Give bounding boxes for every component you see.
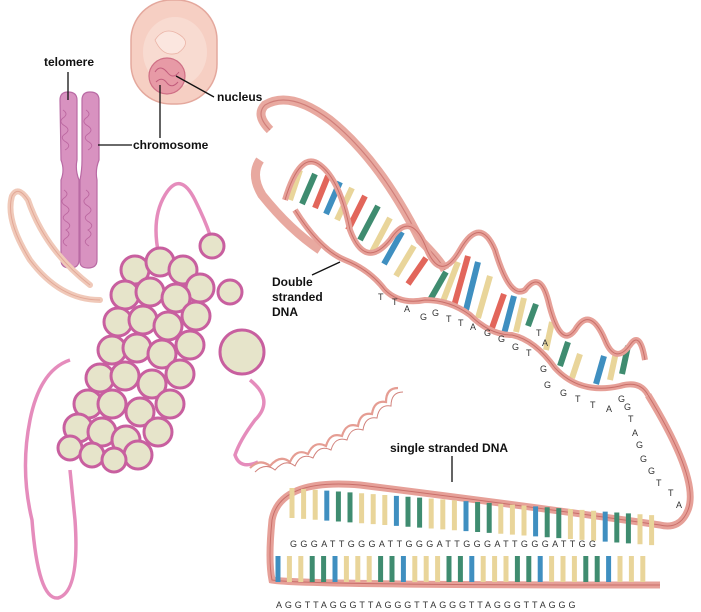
- helix-base-letter: G: [560, 388, 567, 398]
- helix-base-letter: T: [590, 400, 596, 410]
- helix-base-letter: A: [404, 304, 410, 314]
- helix-base-letter: T: [458, 318, 464, 328]
- nucleus-leader: [175, 75, 215, 98]
- helix-base-letter: A: [470, 322, 476, 332]
- cell: [130, 0, 218, 105]
- helix-base-letter: G: [498, 334, 505, 344]
- double-stranded-label-3: DNA: [272, 305, 298, 319]
- single-stranded-dna: [266, 393, 694, 589]
- helix-base-letter: G: [624, 402, 631, 412]
- telomere-label: telomere: [44, 55, 94, 69]
- helix-base-letter: G: [484, 328, 491, 338]
- helix-base-letter: A: [676, 500, 682, 510]
- helix-base-letter: T: [575, 394, 581, 404]
- helix-base-letter: G: [512, 342, 519, 352]
- helix-base-letter: G: [420, 312, 427, 322]
- chromosome: [59, 91, 100, 269]
- coiled-fiber: [249, 386, 404, 473]
- nucleus: [148, 57, 186, 95]
- helix-base-letter: G: [640, 454, 647, 464]
- helix-base-letter: A: [606, 404, 612, 414]
- chromosome-label: chromosome: [133, 138, 209, 152]
- helix-base-letter: T: [378, 292, 384, 302]
- lower-sequence-row: AGGTTAGGGTTAGGGTTAGGGTTAGGGTTAGGG: [276, 600, 578, 610]
- helix-base-letter: G: [544, 380, 551, 390]
- double-stranded-label-2: stranded: [272, 290, 323, 304]
- helix-base-letter: A: [542, 338, 548, 348]
- double-stranded-label-1: Double: [272, 275, 313, 289]
- nucleus-label: nucleus: [217, 90, 263, 104]
- helix-base-letter: G: [540, 364, 547, 374]
- helix-base-letter: G: [636, 440, 643, 450]
- chromatin-fiber: [7, 182, 266, 600]
- nucleosome-cluster: [56, 232, 266, 474]
- helix-base-letter: T: [656, 478, 662, 488]
- helix-base-letter: T: [668, 488, 674, 498]
- helix-base-letter: T: [446, 314, 452, 324]
- double-helix: [251, 95, 651, 397]
- upper-sequence-row: GGGATTGGGATTGGGATTGGGATTGGGATTGG: [290, 539, 599, 549]
- helix-base-letter: T: [628, 414, 634, 424]
- helix-base-letter: G: [648, 466, 655, 476]
- single-stranded-label: single stranded DNA: [390, 441, 508, 455]
- helix-base-letter: T: [392, 297, 398, 307]
- double-stranded-leader: [311, 261, 341, 276]
- helix-base-letter: G: [432, 308, 439, 318]
- helix-base-letter: T: [536, 328, 542, 338]
- helix-base-letter: G: [618, 394, 625, 404]
- helix-base-letter: T: [526, 348, 532, 358]
- helix-base-letter: A: [632, 428, 638, 438]
